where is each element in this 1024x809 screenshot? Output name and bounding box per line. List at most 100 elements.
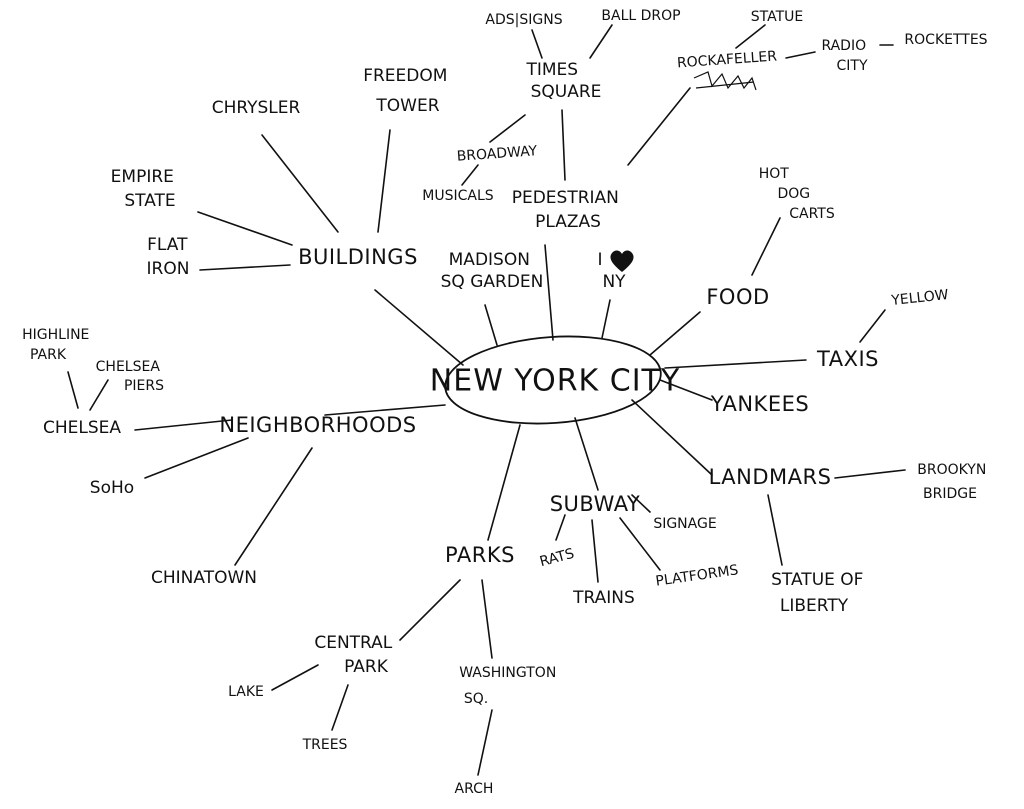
node-parks: PARKS: [445, 543, 515, 567]
edge-taxis-yellow: [859, 309, 886, 343]
edge-chelsea-piers: [89, 379, 109, 411]
node-ball-drop: BALL DROP: [601, 8, 680, 24]
edge-food-hotdog: [751, 217, 781, 276]
node-empire-state: EMPIRE STATE: [111, 167, 180, 211]
edge-chelsea-highline: [67, 371, 79, 409]
edge-centralpark-lake: [271, 664, 319, 691]
edge-washington-arch: [477, 709, 493, 776]
node-yankees: YANKEES: [710, 392, 809, 416]
edge-centralpark-trees: [331, 684, 349, 731]
node-times-square: TIMES SQUARE: [525, 60, 601, 102]
scribble-crossed-out: [693, 71, 757, 91]
node-neighborhoods: NEIGHBORHOODS: [219, 413, 416, 437]
heart-icon: [610, 250, 634, 272]
node-rockettes: ROCKETTES: [904, 32, 987, 48]
hotdog-line-2: DOG: [777, 186, 810, 202]
flatiron-line-1: FLAT: [147, 235, 188, 255]
scribble-mark: [693, 71, 757, 91]
edge-timessquare-balldrop: [589, 24, 613, 59]
edge-timessquare-ads: [531, 29, 543, 59]
edge-landmarks-liberty: [767, 494, 783, 566]
edge-center-neighborhoods: [324, 404, 446, 416]
washington-line-1: WASHINGTON: [459, 665, 556, 681]
empire-line-2: STATE: [124, 191, 175, 211]
node-statue-of-liberty: STATUE OF LIBERTY: [771, 570, 869, 616]
edge-broadway-musicals: [461, 164, 479, 186]
madison-line-2: SQ GARDEN: [441, 272, 544, 292]
node-platforms: PLATFORMS: [655, 562, 740, 589]
node-signage: SIGNAGE: [653, 516, 716, 532]
node-food: FOOD: [706, 285, 769, 309]
washington-line-2: SQ.: [464, 691, 488, 707]
node-landmarks: LANDMARS: [709, 465, 832, 489]
plazas-line-1: PEDESTRIAN: [512, 188, 619, 208]
node-rats: RATS: [538, 546, 576, 571]
hotdog-line-1: HOT: [759, 166, 790, 182]
node-trees: TREES: [302, 737, 348, 753]
piers-line-2: PIERS: [124, 378, 164, 394]
hotdog-line-3: CARTS: [789, 206, 835, 222]
node-rockefeller: ROCKAFELLER: [677, 49, 778, 72]
edge-center-ilny: [601, 299, 611, 339]
node-statue: STATUE: [751, 9, 804, 25]
node-broadway: BROADWAY: [456, 143, 538, 165]
connector-lines: [67, 24, 906, 776]
edge-rockefeller-radiocity: [785, 51, 816, 59]
radio-line-1: RADIO: [821, 38, 866, 54]
node-madison-sq-garden: MADISON SQ GARDEN: [441, 250, 544, 292]
times-line-2: SQUARE: [531, 82, 602, 102]
center-ellipse: [444, 335, 662, 425]
node-washington-sq: WASHINGTON SQ.: [459, 665, 561, 707]
node-buildings: BUILDINGS: [298, 245, 418, 269]
node-highline-park: HIGHLINE PARK: [22, 327, 94, 363]
edge-center-food: [649, 311, 701, 356]
edge-rockefeller-statue: [735, 24, 766, 49]
node-radio-city: RADIO CITY: [821, 38, 870, 74]
node-chelsea: CHELSEA: [43, 418, 121, 438]
central-line-1: CENTRAL: [314, 633, 392, 653]
node-ads-signs: ADS|SIGNS: [485, 12, 562, 28]
edge-center-taxis: [664, 359, 807, 369]
freedom-line-1: FREEDOM: [363, 66, 447, 86]
edge-neighborhoods-soho: [144, 437, 249, 479]
edge-subway-platforms: [619, 517, 661, 571]
edge-center-landmarks: [631, 399, 713, 476]
liberty-line-1: STATUE OF: [771, 570, 863, 590]
edge-neighborhoods-chinatown: [234, 447, 313, 566]
node-lake: LAKE: [228, 684, 264, 700]
node-central-park: CENTRAL PARK: [314, 633, 397, 677]
freedom-line-2: TOWER: [375, 96, 439, 116]
brooklyn-line-1: BROOKYN: [917, 462, 986, 478]
madison-line-1: MADISON: [449, 250, 530, 270]
edge-buildings-empire: [197, 211, 293, 246]
node-musicals: MUSICALS: [422, 188, 493, 204]
edge-center-yankees: [659, 379, 713, 401]
edge-center-parks: [487, 424, 521, 541]
node-freedom-tower: FREEDOM TOWER: [363, 66, 453, 116]
edge-center-madison: [484, 304, 498, 346]
node-i-love-ny: I NY: [597, 250, 634, 292]
node-taxis: TAXIS: [816, 347, 879, 371]
node-yellow: YELLOW: [890, 287, 950, 309]
edge-center-plazas: [544, 244, 554, 341]
center-label: NEW YORK CITY: [430, 364, 680, 399]
node-pedestrian-plazas: PEDESTRIAN PLAZAS: [512, 188, 625, 232]
central-line-2: PARK: [344, 657, 389, 677]
node-soho: SoHo: [90, 478, 134, 498]
edge-center-subway: [574, 417, 599, 491]
node-arch: ARCH: [455, 781, 494, 797]
edge-timessquare-broadway: [489, 114, 526, 143]
node-subway: SUBWAY: [550, 492, 641, 516]
node-chinatown: CHINATOWN: [151, 568, 257, 588]
edge-landmarks-brooklyn: [834, 469, 906, 479]
i-love-ny-i: I: [597, 250, 602, 270]
edge-plazas-timessquare: [561, 109, 566, 181]
i-love-ny-ny: NY: [602, 272, 626, 292]
liberty-line-2: LIBERTY: [780, 596, 849, 616]
node-trains: TRAINS: [572, 588, 635, 608]
edge-plazas-rockefeller: [627, 87, 691, 166]
edge-buildings-flatiron: [199, 264, 291, 271]
highline-line-1: HIGHLINE: [22, 327, 89, 343]
edge-center-buildings: [374, 289, 464, 366]
